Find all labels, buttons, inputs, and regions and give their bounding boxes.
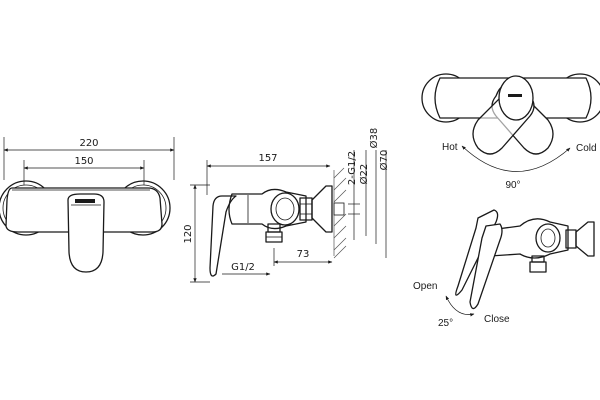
- lever-handle-front: [67, 193, 105, 273]
- dim-inlet-offset: 73: [273, 248, 333, 266]
- top-logo-badge: [508, 94, 522, 97]
- tilt-body: [489, 218, 569, 259]
- label-close: Close: [484, 314, 510, 325]
- tilt-view: Open Close 25°: [413, 209, 595, 329]
- dim-73-text: 73: [297, 249, 310, 260]
- dim-120-text: 120: [183, 224, 194, 243]
- top-view: Hot Cold 90°: [421, 73, 600, 191]
- tilt-escutcheon: [575, 221, 595, 257]
- label-open: Open: [413, 281, 437, 292]
- side-view: 157 120: [183, 128, 390, 283]
- dim-outlet-thread: G1/2: [222, 262, 271, 276]
- rotation-arc: [461, 145, 571, 172]
- dim-depth: 157: [206, 153, 331, 195]
- dim-wall-thread-text: 2-G1/2: [347, 151, 358, 185]
- dim-overall-width: 220: [3, 137, 175, 180]
- dim-height: 120: [183, 184, 210, 283]
- dim-157-text: 157: [258, 153, 277, 164]
- wall-hatch: [333, 167, 347, 259]
- dim-g12-text: G1/2: [231, 262, 255, 273]
- tilt-arc: [445, 295, 475, 317]
- dim-22-text: Ø22: [358, 164, 370, 185]
- label-lever-angle: 25°: [438, 318, 453, 329]
- dim-150-text: 150: [74, 156, 93, 167]
- dim-38-text: Ø38: [368, 128, 380, 149]
- front-view: 220 150: [0, 137, 175, 273]
- dim-diameters: 2-G1/2 Ø22 Ø38 Ø70: [347, 128, 390, 258]
- label-hot: Hot: [442, 142, 458, 153]
- lever-side: [209, 195, 237, 277]
- dim-220-text: 220: [79, 138, 98, 149]
- label-cold: Cold: [576, 143, 597, 154]
- dim-inlet-centers: 150: [23, 156, 145, 185]
- handle-center: [498, 75, 534, 121]
- dim-70-text: Ø70: [378, 150, 390, 171]
- mixer-body-side: [228, 185, 333, 243]
- logo-badge: [75, 199, 95, 203]
- label-rotation-angle: 90°: [505, 180, 520, 191]
